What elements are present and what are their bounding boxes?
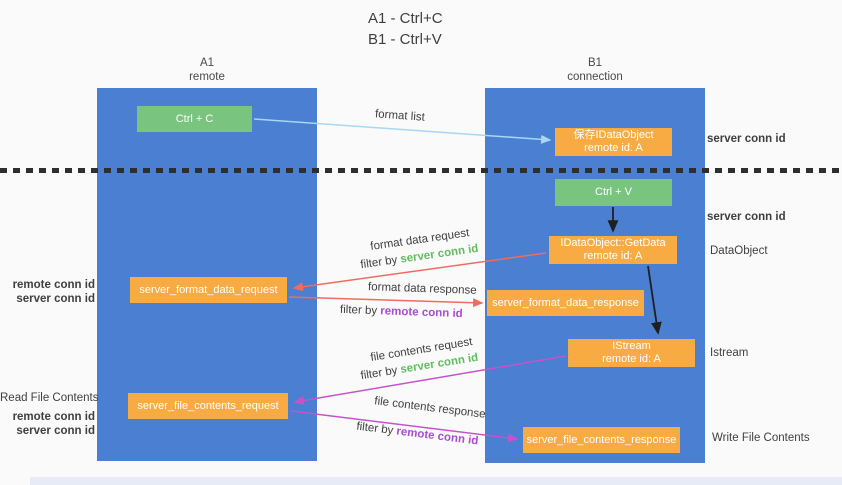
node-save-idataobject: 保存IDataObject remote id: A	[555, 128, 672, 156]
node-file-request-label: server_file_contents_request	[137, 399, 279, 412]
arrow-file-contents-request	[293, 355, 567, 405]
node-getdata-line1: IDataObject::GetData	[560, 237, 666, 249]
node-save-idataobject-line2: remote id: A	[584, 142, 643, 154]
node-format-response-label: server_format_data_response	[492, 296, 639, 309]
node-ctrl-v-label: Ctrl + V	[595, 186, 632, 198]
arrow-format-data-request	[292, 252, 547, 292]
column-b1-subtitle: connection	[567, 71, 623, 83]
node-istream-line2: remote id: A	[602, 353, 661, 365]
column-header-a1: A1 remote	[97, 56, 317, 84]
label-remote-conn-id-left-2: remote conn id	[12, 411, 95, 423]
node-istream: IStream remote id: A	[568, 339, 695, 367]
label-server-conn-id-left-2: server conn id	[16, 425, 95, 437]
title-line-1: A1 - Ctrl+C	[368, 10, 443, 27]
column-header-b1: B1 connection	[485, 56, 705, 84]
column-a1-subtitle: remote	[189, 71, 225, 83]
diagram-title: A1 - Ctrl+C B1 - Ctrl+V	[368, 8, 443, 50]
label-read-file-contents: Read File Contents	[0, 392, 99, 404]
title-line-2: B1 - Ctrl+V	[368, 31, 442, 48]
node-server-format-data-response: server_format_data_response	[487, 290, 644, 316]
node-ctrl-c-label: Ctrl + C	[175, 112, 214, 125]
arrow-getdata-to-istream	[647, 265, 662, 335]
label-istream: Istream	[710, 347, 749, 359]
column-b1-id: B1	[587, 57, 603, 69]
column-a1-id: A1	[199, 57, 215, 69]
arrow-format-data-response	[288, 296, 484, 308]
node-file-response-label: server_file_contents_response	[526, 433, 677, 446]
node-idataobject-getdata: IDataObject::GetData remote id: A	[549, 236, 677, 264]
node-format-request-label: server_format_data_request	[139, 283, 278, 296]
arrow-file-contents-response	[290, 410, 519, 443]
label-server-conn-id-left-1: server conn id	[16, 293, 95, 305]
node-getdata-line2: remote id: A	[583, 250, 643, 262]
dashed-divider-line	[0, 168, 842, 173]
label-dataobject: DataObject	[710, 245, 768, 257]
node-server-format-data-request: server_format_data_request	[130, 277, 287, 303]
node-istream-line1: IStream	[612, 340, 651, 352]
node-server-file-contents-request: server_file_contents_request	[128, 393, 288, 419]
node-ctrl-c: Ctrl + C	[137, 106, 252, 132]
bottom-strip	[30, 477, 842, 485]
label-server-conn-id-right-mid: server conn id	[707, 211, 786, 223]
node-server-file-contents-response: server_file_contents_response	[523, 427, 680, 453]
node-save-idataobject-line1: 保存IDataObject	[573, 129, 654, 141]
label-write-file-contents: Write File Contents	[712, 432, 810, 444]
filter-by-text: filter by	[339, 303, 381, 318]
node-ctrl-v: Ctrl + V	[555, 179, 672, 206]
label-remote-conn-id-left-1: remote conn id	[12, 279, 95, 291]
label-server-conn-id-right-top: server conn id	[707, 133, 786, 145]
arrow-format-list	[253, 118, 552, 144]
